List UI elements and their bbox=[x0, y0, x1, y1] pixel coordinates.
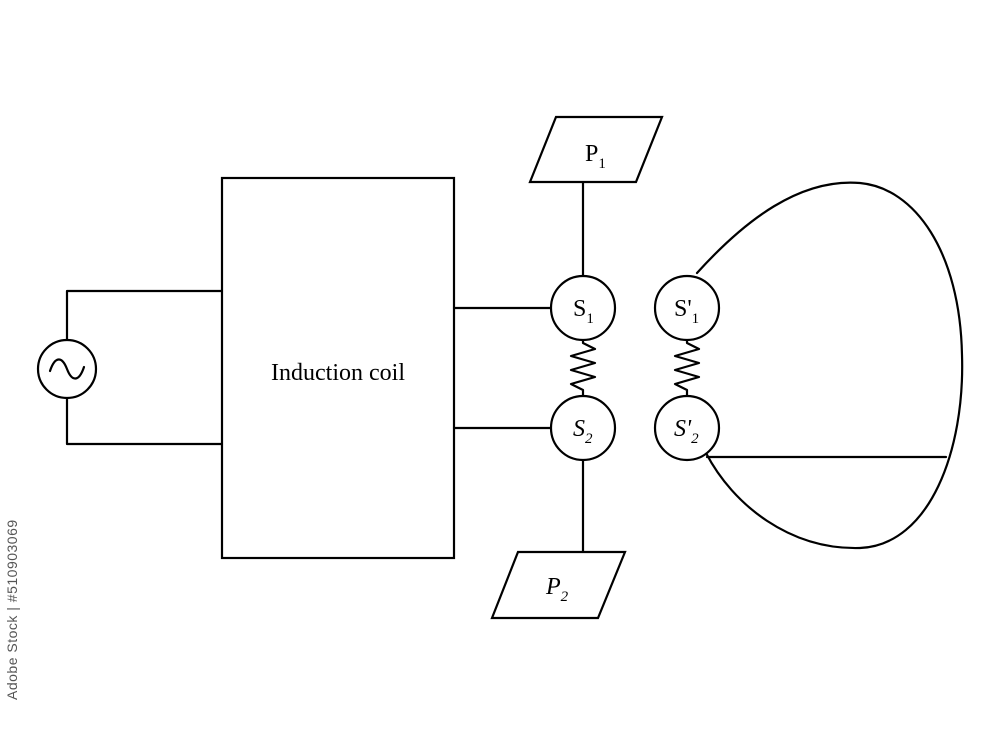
ac-source bbox=[36, 338, 98, 400]
plate-p2-label: P2 bbox=[545, 574, 569, 605]
induction-coil-box bbox=[220, 176, 456, 560]
sphere-s1-prime bbox=[653, 274, 721, 342]
secondary-gap-zigzag bbox=[673, 338, 701, 398]
sphere-s1-prime-label: S'1 bbox=[674, 296, 699, 327]
plate-p1 bbox=[528, 115, 664, 184]
sphere-s2-label: S2 bbox=[573, 416, 593, 447]
spark-gap-zigzag bbox=[569, 338, 597, 398]
ac-sine-icon bbox=[48, 358, 86, 380]
sphere-s2-prime-label: S'2 bbox=[674, 416, 699, 447]
stock-watermark-text: Adobe Stock | #510903069 bbox=[4, 519, 20, 700]
induction-coil-label: Induction coil bbox=[271, 360, 405, 386]
sphere-s2-prime bbox=[653, 394, 721, 462]
sphere-s1-label: S1 bbox=[573, 296, 594, 327]
sphere-s1 bbox=[549, 274, 617, 342]
plate-p1-label: P1 bbox=[585, 141, 606, 172]
secondary-loop-wire bbox=[695, 181, 964, 550]
ac-source-top-wire bbox=[65, 289, 224, 342]
ac-source-bottom-wire bbox=[65, 396, 224, 446]
sphere-s2 bbox=[549, 394, 617, 462]
plate-p2 bbox=[490, 550, 627, 620]
